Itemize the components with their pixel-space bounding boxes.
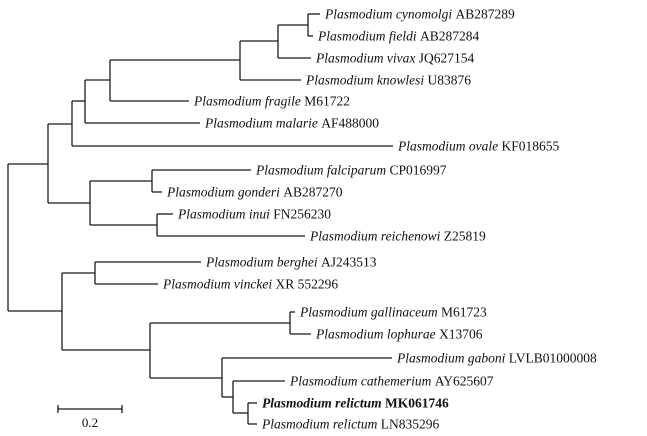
accession-number: Z25819 xyxy=(444,229,486,244)
taxon-label-plasmodium-berghei-aj243513: Plasmodium berghei AJ243513 xyxy=(205,255,377,270)
species-name: Plasmodium fragile xyxy=(193,94,304,109)
accession-number: AB287284 xyxy=(420,29,480,44)
species-name: Plasmodium fieldi xyxy=(317,29,420,44)
taxon-label-plasmodium-relictum-mk061746: Plasmodium relictum MK061746 xyxy=(262,396,449,411)
accession-number: AJ243513 xyxy=(321,255,377,270)
taxon-label-plasmodium-gallinaceum-m61723: Plasmodium gallinaceum M61723 xyxy=(299,305,487,320)
taxon-label-plasmodium-gonderi-ab287270: Plasmodium gonderi AB287270 xyxy=(166,185,343,200)
taxon-label-plasmodium-inui-fn256230: Plasmodium inui FN256230 xyxy=(177,207,331,222)
accession-number: LN835296 xyxy=(381,417,440,432)
species-name: Plasmodium relictum xyxy=(261,417,381,432)
taxon-label-plasmodium-cynomolgi-ab287289: Plasmodium cynomolgi AB287289 xyxy=(324,7,515,22)
taxon-label-plasmodium-vivax-jq627154: Plasmodium vivax JQ627154 xyxy=(315,51,474,66)
taxon-label-plasmodium-fieldi-ab287284: Plasmodium fieldi AB287284 xyxy=(317,29,480,44)
taxon-label-plasmodium-knowlesi-u83876: Plasmodium knowlesi U83876 xyxy=(305,73,471,88)
accession-number: CP016997 xyxy=(390,163,447,178)
species-name: Plasmodium malarie xyxy=(204,116,321,131)
species-name: Plasmodium gallinaceum xyxy=(299,305,441,320)
species-name: Plasmodium vivax xyxy=(315,51,419,66)
species-name: Plasmodium gaboni xyxy=(396,351,509,366)
taxon-label-plasmodium-lophurae-x13706: Plasmodium lophurae X13706 xyxy=(315,327,483,342)
species-name: Plasmodium vinckei xyxy=(162,277,275,292)
taxon-label-plasmodium-reichenowi-z25819: Plasmodium reichenowi Z25819 xyxy=(309,229,486,244)
species-name: Plasmodium relictum xyxy=(262,396,385,411)
accession-number: AY625607 xyxy=(435,374,494,389)
species-name: Plasmodium berghei xyxy=(205,255,321,270)
accession-number: XR 552296 xyxy=(275,277,338,292)
accession-number: AF488000 xyxy=(321,116,379,131)
species-name: Plasmodium reichenowi xyxy=(309,229,444,244)
taxon-label-plasmodium-cathemerium-ay625607: Plasmodium cathemerium AY625607 xyxy=(289,374,494,389)
species-name: Plasmodium knowlesi xyxy=(305,73,428,88)
accession-number: FN256230 xyxy=(273,207,331,222)
accession-number: KF018655 xyxy=(502,139,560,154)
accession-number: M61723 xyxy=(441,305,487,320)
species-name: Plasmodium lophurae xyxy=(315,327,439,342)
species-name: Plasmodium cynomolgi xyxy=(324,7,456,22)
species-name: Plasmodium falciparum xyxy=(255,163,390,178)
accession-number: AB287270 xyxy=(283,185,343,200)
taxon-label-plasmodium-vinckei-xr-552296: Plasmodium vinckei XR 552296 xyxy=(162,277,338,292)
accession-number: MK061746 xyxy=(385,396,449,411)
taxon-label-plasmodium-malarie-af488000: Plasmodium malarie AF488000 xyxy=(204,116,379,131)
accession-number: AB287289 xyxy=(456,7,516,22)
accession-number: M61722 xyxy=(304,94,350,109)
taxon-label-plasmodium-falciparum-cp016997: Plasmodium falciparum CP016997 xyxy=(255,163,447,178)
scale-bar-label: 0.2 xyxy=(82,415,98,430)
species-name: Plasmodium inui xyxy=(177,207,273,222)
taxon-label-plasmodium-relictum-ln835296: Plasmodium relictum LN835296 xyxy=(261,417,439,432)
accession-number: JQ627154 xyxy=(419,51,475,66)
accession-number: LVLB01000008 xyxy=(509,351,597,366)
accession-number: X13706 xyxy=(439,327,483,342)
species-name: Plasmodium cathemerium xyxy=(289,374,435,389)
species-name: Plasmodium ovale xyxy=(397,139,502,154)
taxon-label-plasmodium-fragile-m61722: Plasmodium fragile M61722 xyxy=(193,94,350,109)
taxon-label-plasmodium-gaboni-lvlb01000008: Plasmodium gaboni LVLB01000008 xyxy=(396,351,597,366)
accession-number: U83876 xyxy=(428,73,472,88)
species-name: Plasmodium gonderi xyxy=(166,185,283,200)
taxon-label-plasmodium-ovale-kf018655: Plasmodium ovale KF018655 xyxy=(397,139,560,154)
